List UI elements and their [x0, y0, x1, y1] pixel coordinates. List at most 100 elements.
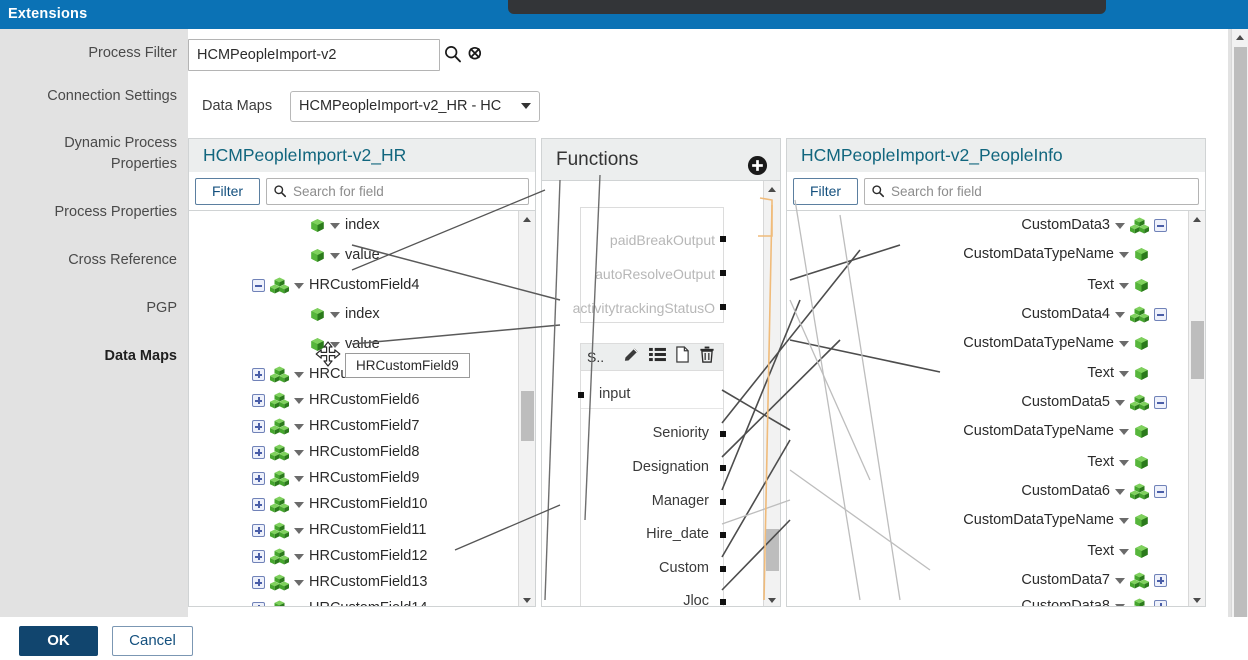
expand-icon[interactable] [252, 498, 265, 511]
list-icon[interactable] [649, 347, 667, 367]
connector-port[interactable] [578, 392, 584, 398]
right-tree-scrollbar[interactable] [1188, 211, 1205, 606]
left-tree-row[interactable]: HRCustomField10 [195, 490, 427, 519]
left-tree-scrollbar[interactable] [518, 211, 535, 606]
delete-trash-icon[interactable] [699, 346, 715, 368]
connector-port[interactable] [720, 499, 726, 505]
page-scrollbar[interactable] [1231, 29, 1248, 660]
chevron-down-icon[interactable] [330, 252, 340, 259]
scroll-down-arrow[interactable] [764, 592, 780, 606]
right-tree-row[interactable]: CustomData4 [1021, 300, 1167, 329]
right-tree-row[interactable]: CustomData6 [1021, 477, 1167, 506]
left-tree-row[interactable]: value [195, 241, 380, 270]
connector-port[interactable] [720, 566, 726, 572]
left-filter-button[interactable]: Filter [195, 177, 260, 205]
left-tree-row[interactable]: index [195, 300, 380, 329]
left-tree-row[interactable]: HRCustomField7 [195, 412, 419, 441]
chevron-down-icon[interactable] [1119, 428, 1129, 435]
right-filter-button[interactable]: Filter [793, 177, 858, 205]
expand-icon[interactable] [252, 576, 265, 589]
connector-port[interactable] [720, 599, 726, 605]
chevron-down-icon[interactable] [330, 222, 340, 229]
chevron-down-icon[interactable] [294, 579, 304, 586]
connector-port[interactable] [720, 304, 726, 310]
scroll-up-arrow[interactable] [1189, 211, 1205, 227]
right-tree-row[interactable]: CustomData3 [1021, 211, 1167, 240]
sidebar-item-dynamic-process[interactable]: Dynamic Process [64, 135, 177, 151]
right-search-input[interactable]: Search for field [864, 177, 1199, 205]
collapse-icon[interactable] [1154, 485, 1167, 498]
connector-port[interactable] [720, 236, 726, 242]
connector-port[interactable] [720, 270, 726, 276]
left-tree-row[interactable]: HRCustomField9 [195, 464, 419, 493]
collapse-icon[interactable] [1154, 308, 1167, 321]
chevron-down-icon[interactable] [330, 311, 340, 318]
chevron-down-icon[interactable] [294, 527, 304, 534]
left-tree-row[interactable]: HRCustomField8 [195, 438, 419, 467]
chevron-down-icon[interactable] [294, 553, 304, 560]
collapse-icon[interactable] [1154, 396, 1167, 409]
sidebar-item-dynamic-process-properties[interactable]: Properties [110, 156, 177, 172]
chevron-down-icon[interactable] [1119, 251, 1129, 258]
sidebar-item-connection-settings[interactable]: Connection Settings [47, 88, 177, 104]
function-field-label[interactable]: Custom [659, 560, 709, 576]
sidebar-item-process-properties[interactable]: Process Properties [54, 204, 178, 220]
expand-icon[interactable] [252, 420, 265, 433]
scroll-up-arrow[interactable] [519, 211, 535, 227]
chevron-down-icon[interactable] [294, 475, 304, 482]
chevron-down-icon[interactable] [294, 397, 304, 404]
function-field-label[interactable]: Hire_date [646, 526, 709, 542]
data-maps-select[interactable]: HCMPeopleImport-v2_HR - HC [290, 91, 540, 122]
chevron-down-icon[interactable] [294, 371, 304, 378]
scroll-up-arrow[interactable] [1232, 29, 1248, 45]
chevron-down-icon[interactable] [294, 449, 304, 456]
function-field-label[interactable]: Manager [651, 493, 709, 509]
expand-icon[interactable] [252, 472, 265, 485]
cancel-button[interactable]: Cancel [112, 626, 193, 656]
left-search-input[interactable]: Search for field [266, 177, 529, 205]
scroll-up-arrow[interactable] [764, 181, 780, 197]
chevron-down-icon[interactable] [1115, 311, 1125, 318]
edit-pencil-icon[interactable] [623, 346, 640, 368]
function-field-label[interactable]: input [599, 386, 631, 402]
left-tree-row[interactable]: index [195, 211, 380, 240]
collapse-icon[interactable] [1154, 219, 1167, 232]
right-tree-row[interactable]: Text [1087, 537, 1167, 566]
clear-search-icon[interactable] [465, 44, 485, 64]
right-tree-row[interactable]: CustomDataTypeName [963, 417, 1167, 446]
expand-icon[interactable] [252, 602, 265, 606]
functions-scrollbar[interactable] [763, 181, 780, 606]
right-tree-row[interactable]: Text [1087, 271, 1167, 300]
scroll-down-arrow[interactable] [1189, 592, 1205, 606]
chevron-down-icon[interactable] [294, 423, 304, 430]
expand-icon[interactable] [252, 550, 265, 563]
expand-icon[interactable] [252, 394, 265, 407]
ok-button[interactable]: OK [19, 626, 98, 656]
left-tree-row[interactable]: HRCustomField13 [195, 568, 427, 597]
right-tree-row[interactable]: Text [1087, 359, 1167, 388]
right-tree-row[interactable]: Text [1087, 448, 1167, 477]
expand-icon[interactable] [252, 368, 265, 381]
left-tree-row[interactable]: HRCustomField6 [195, 386, 419, 415]
chevron-down-icon[interactable] [294, 605, 304, 606]
chevron-down-icon[interactable] [1119, 370, 1129, 377]
collapse-icon[interactable] [252, 279, 265, 292]
chevron-down-icon[interactable] [1119, 282, 1129, 289]
process-filter-input[interactable]: HCMPeopleImport-v2 [188, 39, 440, 71]
left-tree-row[interactable]: HRCustomField12 [195, 542, 427, 571]
connector-port[interactable] [720, 532, 726, 538]
right-tree-row[interactable]: CustomData5 [1021, 388, 1167, 417]
expand-icon[interactable] [252, 524, 265, 537]
left-tree-row[interactable]: HRCustomField14 [195, 594, 427, 606]
expand-icon[interactable] [252, 446, 265, 459]
scroll-down-arrow[interactable] [519, 592, 535, 606]
right-tree-scroll-thumb[interactable] [1191, 321, 1204, 379]
connector-port[interactable] [720, 431, 726, 437]
chevron-down-icon[interactable] [1115, 222, 1125, 229]
left-tree-row[interactable]: HRCustomField11 [195, 516, 426, 545]
chevron-down-icon[interactable] [294, 282, 304, 289]
